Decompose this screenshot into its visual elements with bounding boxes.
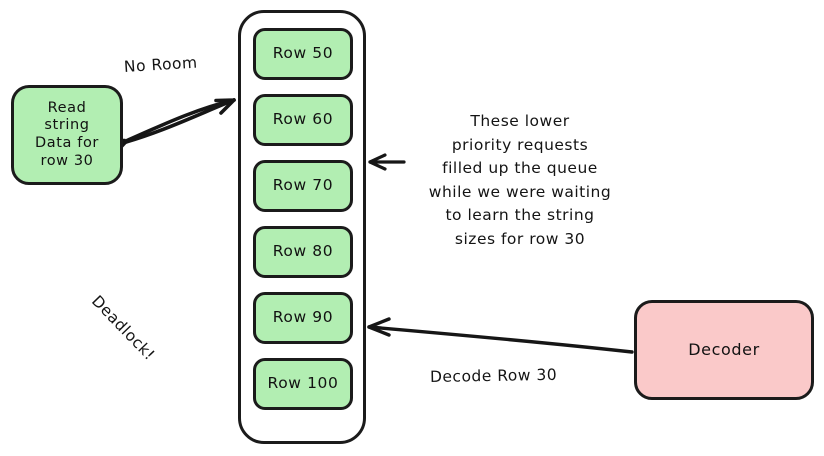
annotation-queue-note: These lower priority requests filled up …	[428, 112, 612, 248]
annotation-decode-row: Decode Row 30	[429, 365, 558, 386]
read-string-data-label: Read string Data for row 30	[35, 99, 99, 169]
queue-item-row-70[interactable]: Row 70	[253, 160, 353, 212]
queue-item-row-80[interactable]: Row 80	[253, 226, 353, 278]
queue-item-label: Row 60	[272, 110, 334, 129]
queue-item-label: Row 50	[272, 44, 334, 63]
queue-item-label: Row 90	[272, 308, 334, 327]
arrow-read-to-queue	[119, 98, 236, 144]
decoder-node[interactable]: Decoder	[634, 300, 814, 400]
queue-item-label: Row 70	[272, 176, 334, 195]
queue-item-row-50[interactable]: Row 50	[253, 28, 353, 80]
annotation-no-room: No Room	[123, 53, 199, 76]
queue-item-label: Row 100	[267, 374, 339, 393]
read-string-data-node[interactable]: Read string Data for row 30	[11, 85, 123, 185]
queue-item-row-100[interactable]: Row 100	[253, 358, 353, 410]
queue-item-row-90[interactable]: Row 90	[253, 292, 353, 344]
annotation-deadlock: Deadlock!	[88, 292, 159, 365]
queue-item-label: Row 80	[272, 242, 334, 261]
decoder-label: Decoder	[688, 339, 760, 359]
arrow-decoder-to-queue	[367, 317, 634, 354]
queue-item-row-60[interactable]: Row 60	[253, 94, 353, 146]
